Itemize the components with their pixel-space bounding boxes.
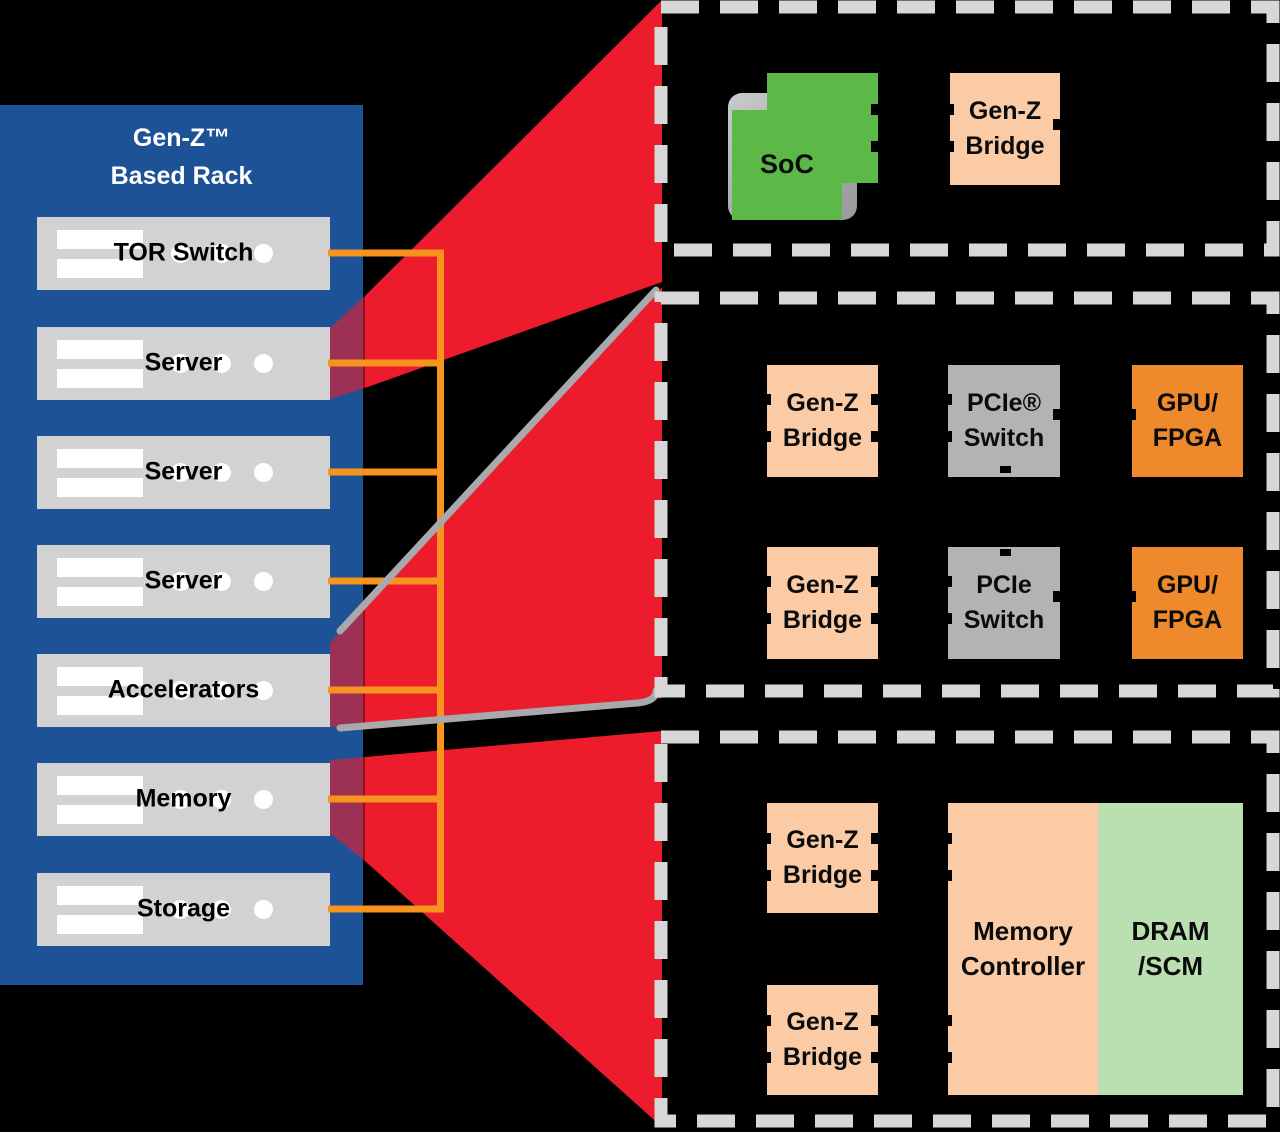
led-dot (212, 463, 231, 482)
led-dot (212, 572, 231, 591)
vent-bar (57, 886, 143, 905)
vent-bar (57, 776, 143, 795)
beam-silver-edge-bottom (336, 687, 660, 732)
zoom-beam-accelerator (365, 287, 662, 723)
led-dot (254, 354, 273, 373)
vent-bar (57, 558, 143, 577)
genz-bridge-bottom-2: Gen-Z Bridge (767, 985, 878, 1095)
rack-unit-server-2: Server (37, 436, 330, 509)
vent-bar (57, 369, 143, 388)
soc-chip: SoC (732, 110, 842, 220)
led-dot (212, 354, 231, 373)
unit-label: Accelerators (107, 674, 260, 703)
led-dot (212, 790, 231, 809)
led-dot (212, 681, 231, 700)
vent-bar (57, 667, 143, 686)
led-dot (254, 790, 273, 809)
led-dot (254, 572, 273, 591)
memory-module: Memory Controller DRAM /SCM (948, 803, 1243, 1095)
gpu-fpga-row2: GPU/ FPGA (1132, 547, 1243, 659)
vent-bar (57, 230, 143, 249)
led-dot (171, 244, 190, 263)
vent-bar (57, 696, 143, 715)
zoom-beam-memory (365, 731, 662, 1127)
rack-unit-accelerators: Accelerators (37, 654, 330, 727)
pcie-switch-label: PCIe® Switch (963, 389, 1045, 452)
vent-bar (57, 587, 143, 606)
genz-bridge-label: Gen-Z Bridge (782, 1008, 863, 1071)
vent-bar (57, 259, 143, 278)
led-dot (254, 681, 273, 700)
rack-unit-tor-switch: TOR Switch (37, 217, 330, 290)
led-dot (171, 900, 190, 919)
vent-bar (57, 340, 143, 359)
unit-label: Memory (135, 783, 232, 812)
genz-bridge-mid-row2: Gen-Z Bridge (767, 547, 878, 659)
rack-title-line1: Gen-Z™ (132, 124, 231, 152)
pcie-switch-label: PCIe Switch (963, 571, 1045, 634)
rack-title: Gen-Z™ Based Rack (0, 119, 363, 195)
rack-unit-server-1: Server (37, 327, 330, 400)
genz-bridge-mid-row1: Gen-Z Bridge (767, 365, 878, 477)
led-dot (171, 790, 190, 809)
vent-bar (57, 805, 143, 824)
pcie-switch-row1: PCIe® Switch (948, 365, 1060, 477)
genz-bridge-top-panel: Gen-Z Bridge (950, 73, 1060, 185)
soc-label: SoC (760, 149, 814, 180)
genz-bridge-label: Gen-Z Bridge (782, 389, 863, 452)
rack-unit-storage: Storage (37, 873, 330, 946)
unit-label: Server (144, 565, 223, 594)
led-dot (254, 244, 273, 263)
genz-bridge-bottom-1: Gen-Z Bridge (767, 803, 878, 913)
unit-label: Server (144, 456, 223, 485)
gpu-fpga-row1: GPU/ FPGA (1132, 365, 1243, 477)
memory-controller: Memory Controller (948, 803, 1098, 1095)
genz-bridge-label: Gen-Z Bridge (782, 826, 863, 889)
led-dot (171, 572, 190, 591)
rack-unit-memory: Memory (37, 763, 330, 836)
rack-unit-server-3: Server (37, 545, 330, 618)
rack-title-line2: Based Rack (110, 162, 253, 190)
genz-bridge-label: Gen-Z Bridge (965, 97, 1045, 160)
led-dot (212, 900, 231, 919)
beam-silver-edge-top (336, 286, 660, 635)
zoom-beam-server (365, 0, 662, 388)
memory-controller-label: Memory Controller (960, 915, 1086, 981)
led-dot (254, 463, 273, 482)
vent-bar (57, 915, 143, 934)
dram-scm-label: DRAM /SCM (1131, 915, 1210, 981)
unit-label: TOR Switch (113, 237, 254, 266)
fabric-bus-vertical (437, 249, 444, 913)
pcie-switch-row2: PCIe Switch (948, 547, 1060, 659)
gpu-fpga-label: GPU/ FPGA (1152, 389, 1223, 452)
led-dot (212, 244, 231, 263)
led-dot (171, 463, 190, 482)
led-dot (254, 900, 273, 919)
led-dot (171, 354, 190, 373)
unit-label: Server (144, 347, 223, 376)
unit-label: Storage (136, 893, 231, 922)
genz-bridge-label: Gen-Z Bridge (782, 571, 863, 634)
vent-bar (57, 478, 143, 497)
vent-bar (57, 449, 143, 468)
gpu-fpga-label: GPU/ FPGA (1152, 571, 1223, 634)
dram-scm: DRAM /SCM (1098, 803, 1243, 1095)
led-dot (171, 681, 190, 700)
